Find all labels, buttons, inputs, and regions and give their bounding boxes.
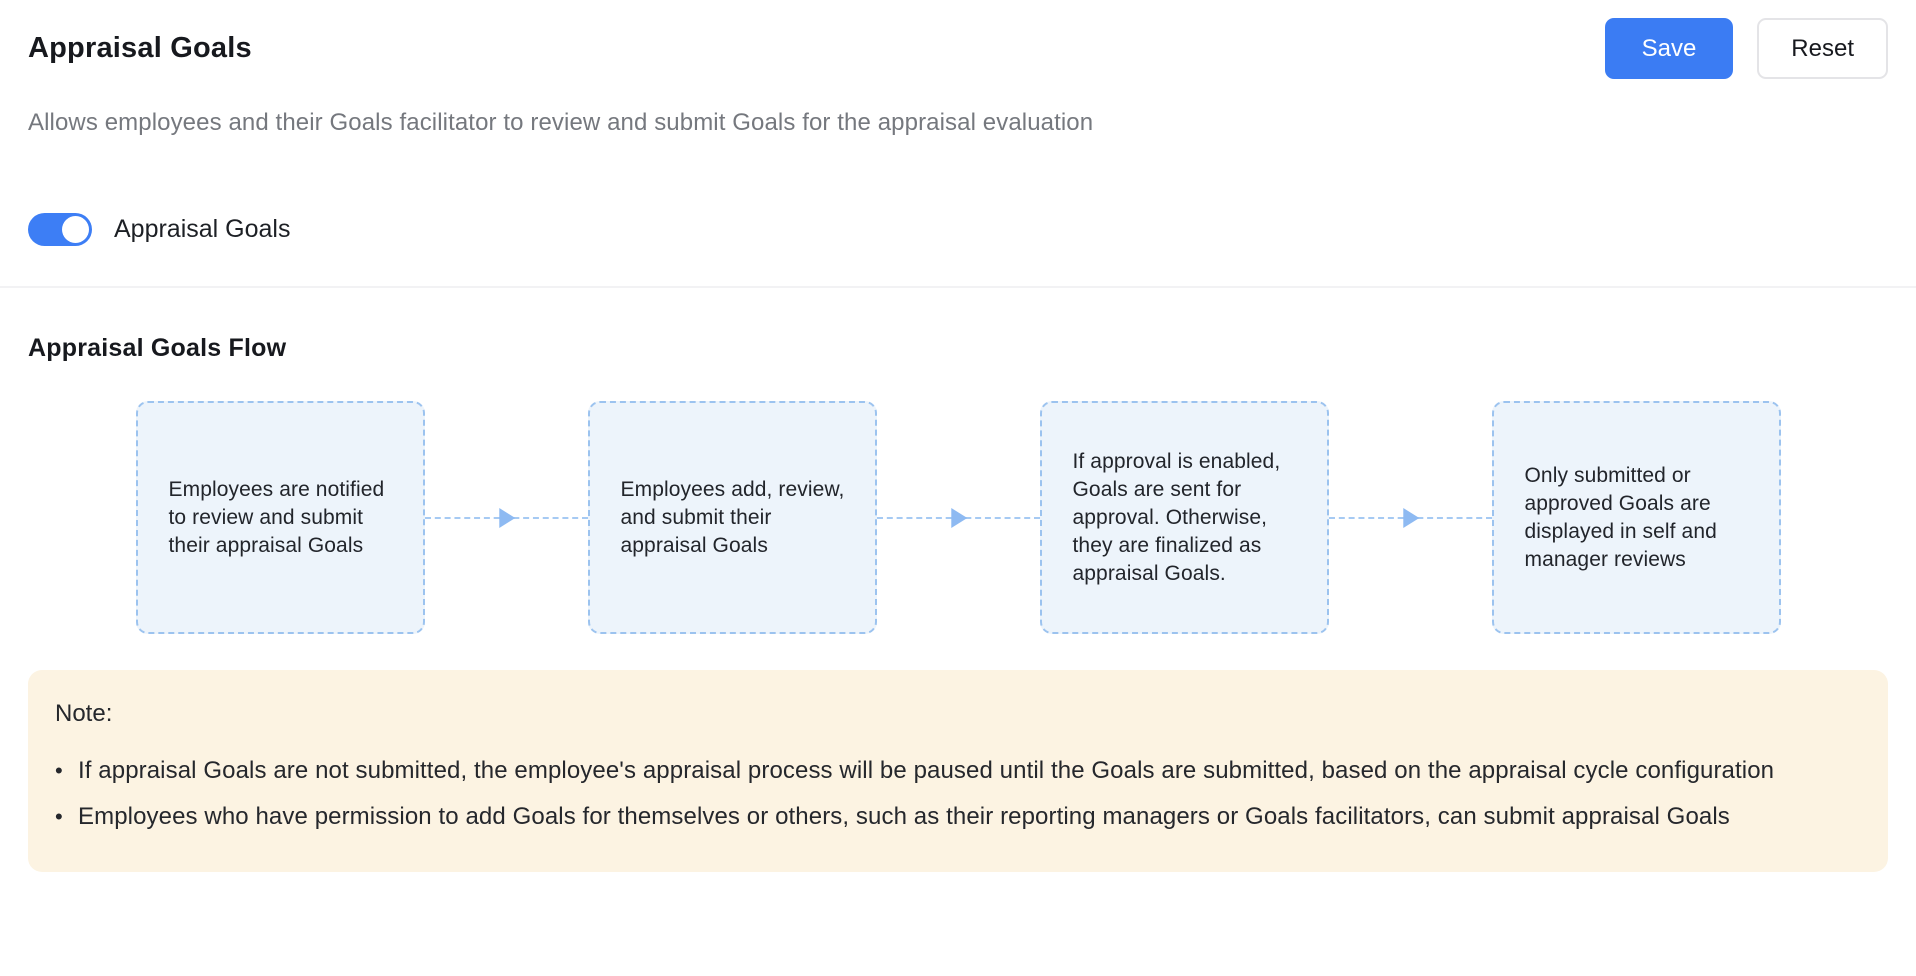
note-label: Note: — [55, 700, 113, 727]
flow-diagram: Employees are notified to review and sub… — [28, 401, 1888, 634]
flow-arrow-connector — [1328, 506, 1492, 530]
flow-section: Appraisal Goals Flow Employees are notif… — [28, 334, 1888, 634]
flow-step-text: If approval is enabled, Goals are sent f… — [1072, 449, 1281, 585]
page-header: Appraisal Goals Save Reset — [28, 0, 1888, 79]
header-actions: Save Reset — [1604, 18, 1888, 79]
flow-step-box: Employees are notified to review and sub… — [135, 401, 425, 634]
toggle-knob-icon — [62, 216, 89, 243]
bullet-icon: • — [55, 758, 63, 783]
toggle-label: Appraisal Goals — [114, 215, 291, 243]
flow-step-text: Only submitted or approved Goals are dis… — [1524, 463, 1717, 571]
section-divider — [0, 286, 1916, 288]
arrow-right-icon — [499, 507, 516, 528]
page-subtitle: Allows employees and their Goals facilit… — [28, 109, 1094, 136]
arrow-right-icon — [951, 507, 968, 528]
save-button[interactable]: Save — [1604, 18, 1734, 79]
bullet-icon: • — [55, 804, 63, 829]
appraisal-goals-settings-page: Appraisal Goals Save Reset Allows employ… — [0, 0, 1916, 872]
note-panel: Note: • If appraisal Goals are not submi… — [28, 670, 1888, 872]
note-item-text: Employees who have permission to add Goa… — [78, 803, 1730, 830]
appraisal-goals-toggle[interactable] — [28, 213, 92, 246]
reset-button[interactable]: Reset — [1757, 18, 1888, 79]
note-list: • If appraisal Goals are not submitted, … — [55, 748, 1858, 840]
flow-step-text: Employees add, review, and submit their … — [620, 477, 845, 557]
page-title: Appraisal Goals — [28, 32, 252, 64]
flow-step-box: Employees add, review, and submit their … — [587, 401, 877, 634]
flow-heading: Appraisal Goals Flow — [28, 334, 287, 362]
flow-step-box: If approval is enabled, Goals are sent f… — [1039, 401, 1329, 634]
flow-step-box: Only submitted or approved Goals are dis… — [1491, 401, 1781, 634]
appraisal-goals-toggle-row: Appraisal Goals — [28, 213, 1888, 246]
note-list-item: • Employees who have permission to add G… — [55, 794, 1858, 840]
flow-arrow-connector — [424, 506, 588, 530]
note-item-text: If appraisal Goals are not submitted, th… — [78, 757, 1775, 784]
arrow-right-icon — [1403, 507, 1420, 528]
flow-arrow-connector — [876, 506, 1040, 530]
flow-step-text: Employees are notified to review and sub… — [168, 477, 385, 557]
note-list-item: • If appraisal Goals are not submitted, … — [55, 748, 1858, 794]
